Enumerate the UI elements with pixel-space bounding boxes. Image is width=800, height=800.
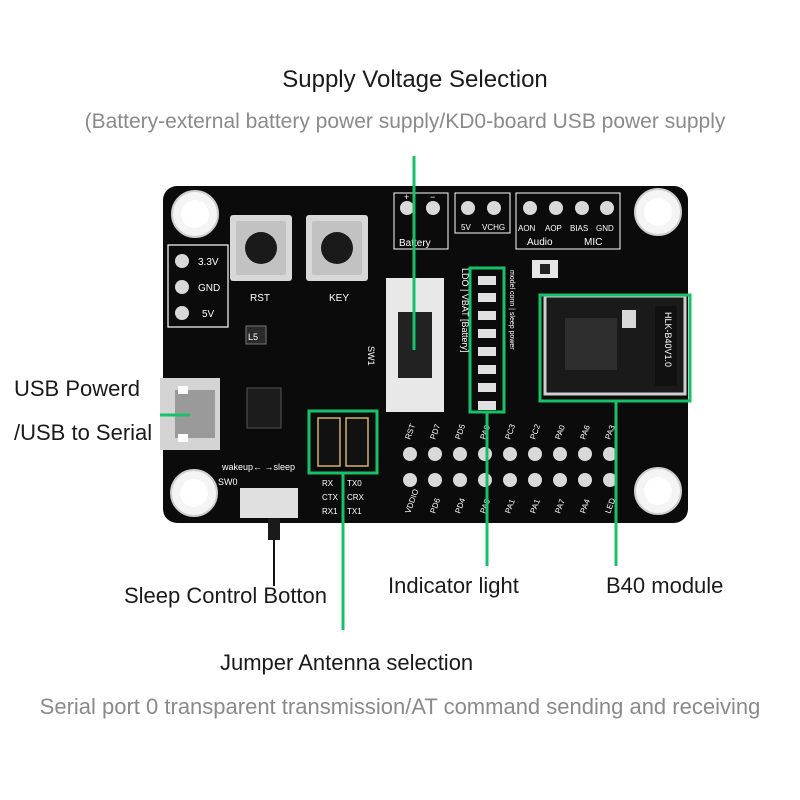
v5-silk: 5V: [202, 309, 215, 320]
wakeup-silk: wakeup← →sleep: [221, 462, 295, 472]
sleep-control-label: Sleep Control Botton: [124, 583, 328, 608]
indicator-leds: [478, 276, 496, 410]
battery-minus-silk: −: [430, 192, 435, 202]
vchg-silk: VCHG: [482, 223, 505, 232]
battery-header: [393, 192, 449, 250]
aon-silk: AON: [518, 224, 536, 233]
ic-chip: [246, 387, 282, 429]
jumper-antenna-label: Jumper Antenna selection: [220, 650, 474, 675]
indicator-light-label: Indicator light: [388, 573, 519, 598]
rst-button: [230, 215, 292, 281]
b40-module: [543, 294, 687, 396]
tx-silk: TX0: [347, 479, 362, 488]
sleep-switch: [240, 488, 298, 540]
module-silk: HLK-B40V1.0: [663, 312, 673, 367]
serial-port-note: Serial port 0 transparent transmission/A…: [39, 694, 761, 719]
sw0-silk: SW0: [218, 477, 238, 487]
callout-lines: [160, 156, 692, 630]
mic-silk: MIC: [584, 237, 602, 248]
b40-module-label: B40 module: [606, 573, 724, 598]
rst-silk: RST: [250, 293, 270, 304]
sw1-silk: SW1: [366, 346, 376, 366]
crx-silk: CRX: [347, 493, 365, 502]
led-strip-silk: LDO | VBAT [Battery]: [460, 268, 470, 353]
power-header: [167, 244, 229, 328]
tx1-silk: TX1: [347, 507, 362, 516]
gnd2-silk: GND: [596, 224, 614, 233]
ctx-silk: CTX: [322, 493, 339, 502]
audio-silk: Audio: [527, 237, 553, 248]
led-strip2-silk: model conn | sleep power: [508, 270, 515, 350]
vchg-header: [454, 192, 511, 234]
gnd-silk: GND: [198, 283, 220, 294]
antenna-jumpers: [317, 417, 369, 467]
key-button: [306, 215, 368, 281]
audio-mic-header: [515, 192, 621, 250]
rx1-silk: RX1: [322, 507, 338, 516]
rx-silk: RX: [322, 479, 334, 488]
page-title: Supply Voltage Selection: [282, 66, 548, 93]
v33-silk: 3.3V: [198, 257, 219, 268]
usb-serial-label: /USB to Serial: [14, 420, 153, 445]
page-subtitle: (Battery-external battery power supply/K…: [84, 110, 726, 133]
inductor: [245, 325, 267, 345]
mounting-holes: [170, 188, 682, 517]
usb-powered-label: USB Powerd: [14, 376, 140, 401]
l5-silk: L5: [248, 332, 258, 342]
v5b-silk: 5V: [461, 223, 471, 232]
aop-silk: AOP: [545, 224, 562, 233]
bias-silk: BIAS: [570, 224, 588, 233]
key-silk: KEY: [329, 293, 349, 304]
battery-plus-silk: +: [404, 192, 409, 202]
